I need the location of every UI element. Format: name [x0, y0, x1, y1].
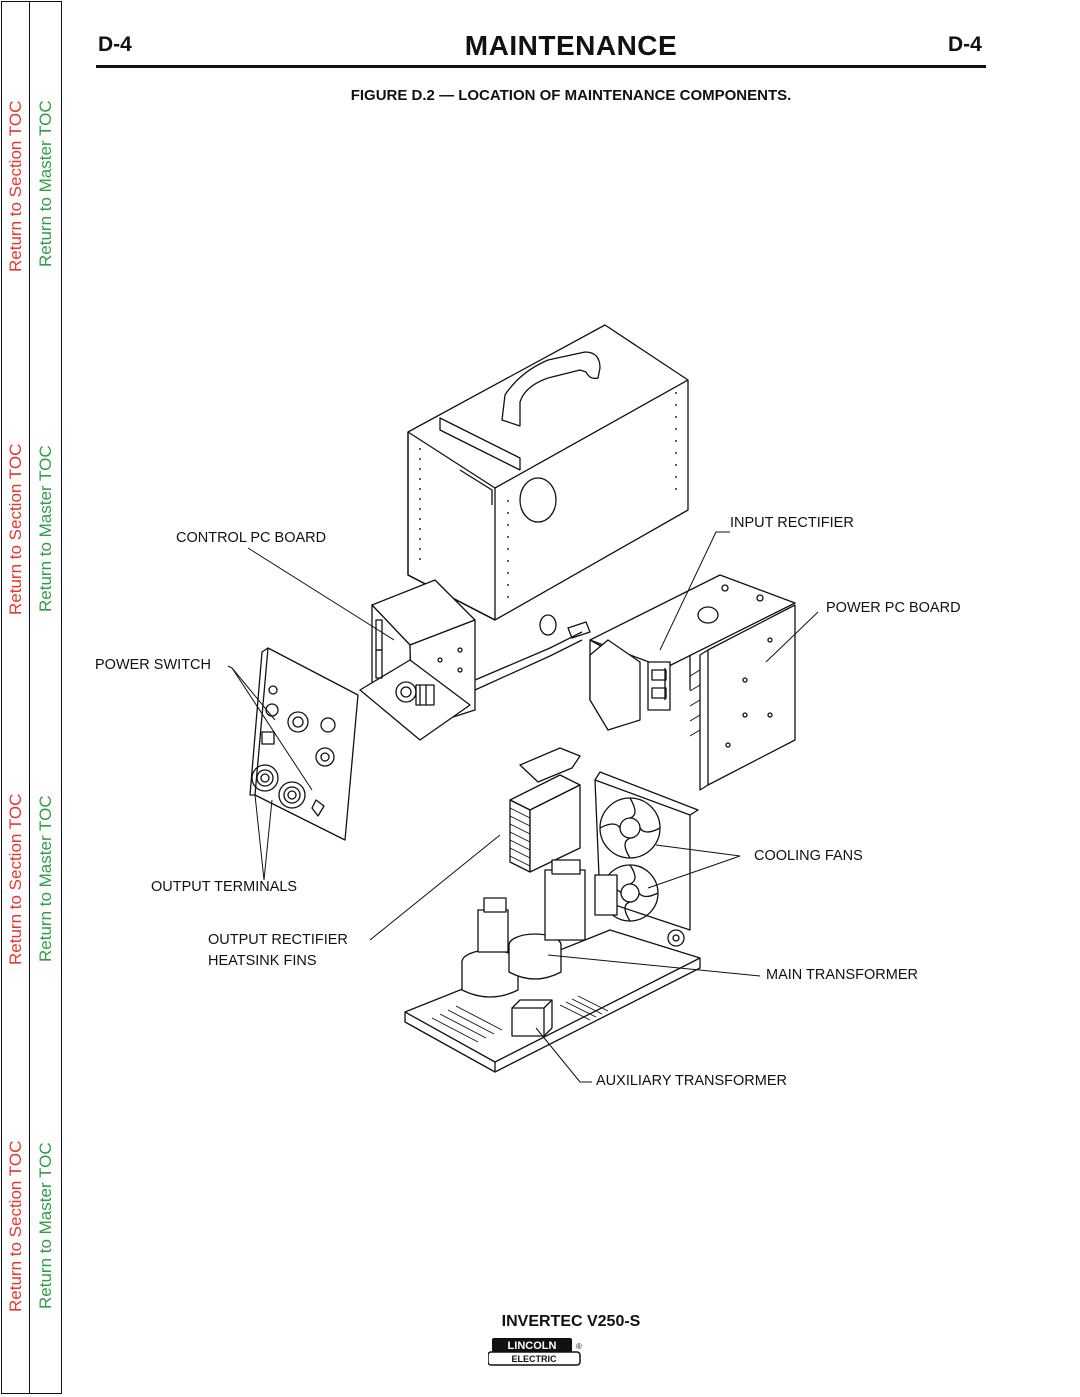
logo-bottom-text: ELECTRIC [512, 1354, 558, 1364]
label-output-terminals: OUTPUT TERMINALS [151, 879, 298, 895]
input-rectifier-assembly [589, 574, 796, 731]
label-input-rectifier: INPUT RECTIFIER [730, 515, 854, 531]
model-name: INVERTEC V250-S [501, 1313, 641, 1330]
header-rule [96, 65, 986, 68]
label-power-switch: POWER SWITCH [95, 657, 211, 673]
machine-line-drawing [227, 324, 819, 1083]
case-cover [407, 324, 689, 621]
master-toc-column [30, 1, 62, 1394]
power-cable [474, 614, 591, 691]
main-transformer [461, 859, 618, 998]
label-heatsink-fins: HEATSINK FINS [208, 953, 317, 969]
exploded-view-diagram: CONTROL PC BOARD INPUT RECTIFIER POWER P… [62, 110, 1080, 1310]
return-to-section-toc-link[interactable]: Return to Section TOC [6, 1140, 25, 1312]
logo-graphic: LINCOLN ELECTRIC ® [487, 1338, 582, 1366]
return-to-master-toc-link[interactable]: Return to Master TOC [36, 1142, 55, 1309]
return-to-section-toc-link[interactable]: Return to Section TOC [6, 443, 25, 615]
toc-navigation-bar: Return to Section TOC Return to Section … [0, 0, 62, 1397]
return-to-master-toc-link[interactable]: Return to Master TOC [36, 795, 55, 962]
section-toc-column [1, 1, 30, 1394]
logo-top-text: LINCOLN [508, 1340, 557, 1352]
label-auxiliary-transformer: AUXILIARY TRANSFORMER [596, 1073, 787, 1089]
fan-housing [594, 771, 699, 931]
return-to-section-toc-link[interactable]: Return to Section TOC [6, 100, 25, 272]
page-code-right: D-4 [948, 33, 982, 56]
return-to-master-toc-link[interactable]: Return to Master TOC [36, 100, 55, 267]
output-rectifier-heatsink [509, 747, 581, 873]
control-pc-board-bracket [359, 579, 476, 741]
page-title: MAINTENANCE [464, 30, 678, 61]
label-main-transformer: MAIN TRANSFORMER [766, 967, 918, 983]
figure-caption: FIGURE D.2 — LOCATION OF MAINTENANCE COM… [350, 87, 792, 104]
gear-part [667, 929, 685, 947]
lincoln-electric-logo: LINCOLN ELECTRIC ® [487, 1337, 584, 1367]
return-to-master-toc-link[interactable]: Return to Master TOC [36, 445, 55, 612]
logo-registered-mark: ® [576, 1342, 582, 1351]
front-panel [249, 647, 359, 841]
label-cooling-fans: COOLING FANS [754, 848, 863, 864]
leader-lines [227, 531, 819, 1083]
label-control-pc-board: CONTROL PC BOARD [176, 530, 327, 546]
page-code-left: D-4 [98, 33, 132, 56]
power-pc-board [689, 604, 796, 791]
auxiliary-transformer [511, 999, 553, 1037]
return-to-section-toc-link[interactable]: Return to Section TOC [6, 793, 25, 965]
label-output-rectifier: OUTPUT RECTIFIER [208, 932, 348, 948]
label-power-pc-board: POWER PC BOARD [826, 600, 961, 616]
